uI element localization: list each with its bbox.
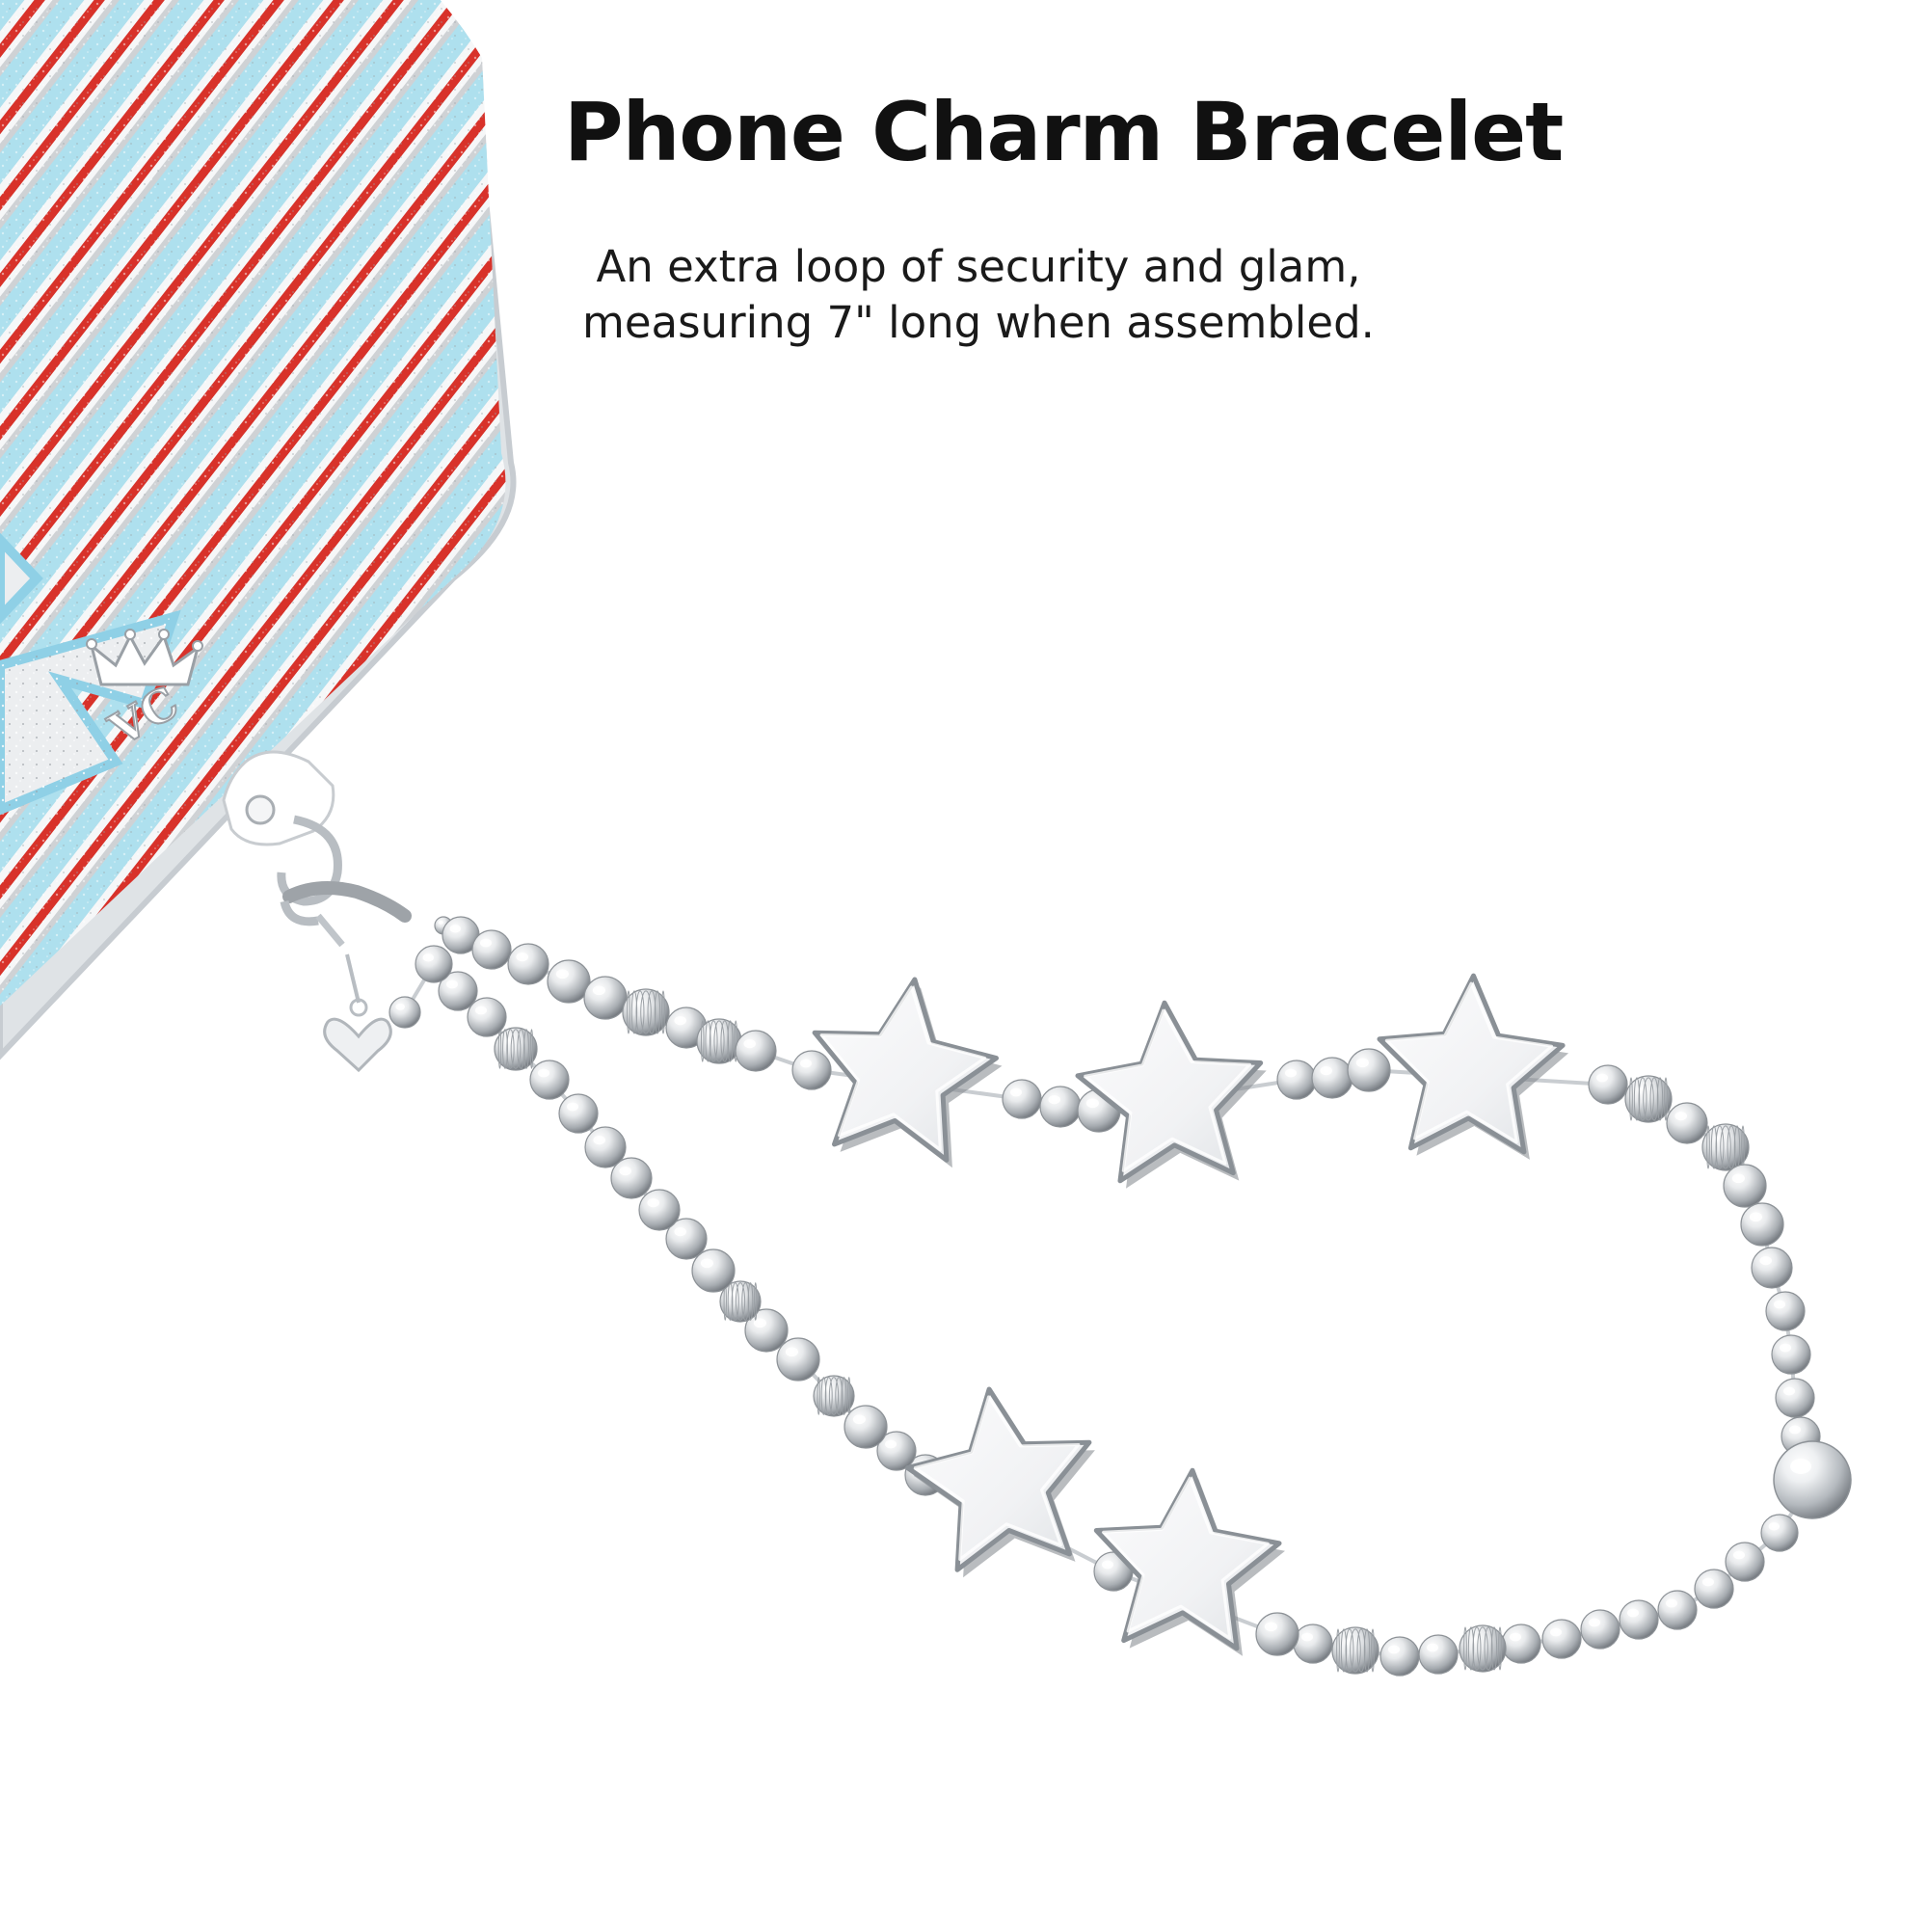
round-bead xyxy=(467,997,507,1037)
round-bead xyxy=(1760,1514,1799,1552)
star-charm-icon xyxy=(1093,1467,1285,1656)
fluted-bead xyxy=(622,988,670,1036)
fluted-bead xyxy=(719,1280,762,1323)
round-bead xyxy=(1541,1619,1582,1659)
bracelet-beads xyxy=(388,916,1852,1677)
round-bead xyxy=(1765,1291,1806,1331)
star-charm-icon xyxy=(905,1386,1095,1578)
round-bead xyxy=(1751,1247,1793,1289)
page-subtitle: An extra loop of security and glam, meas… xyxy=(569,239,1388,351)
round-bead xyxy=(1039,1086,1082,1128)
round-bead xyxy=(1002,1079,1042,1119)
star-charm-icon xyxy=(1075,1000,1267,1189)
star-charm-icon xyxy=(812,977,1003,1168)
phone-case: VC xyxy=(0,0,517,1060)
round-bead xyxy=(1418,1634,1459,1675)
round-bead xyxy=(1501,1623,1541,1664)
page-title: Phone Charm Bracelet xyxy=(564,85,1564,179)
star-charm-icon xyxy=(1377,973,1569,1160)
round-bead xyxy=(638,1189,681,1231)
fluted-bead xyxy=(696,1018,742,1064)
round-bead xyxy=(1694,1569,1734,1609)
fluted-bead xyxy=(813,1375,855,1417)
round-bead xyxy=(1666,1102,1708,1144)
round-bead xyxy=(558,1093,599,1134)
subtitle-line-1: An extra loop of security and glam, xyxy=(596,241,1361,292)
round-bead xyxy=(507,943,549,985)
round-bead xyxy=(844,1405,888,1449)
round-bead xyxy=(1347,1048,1391,1092)
fluted-bead xyxy=(1701,1123,1750,1171)
round-bead xyxy=(776,1337,820,1382)
heart-charm-icon xyxy=(323,953,392,1073)
round-bead xyxy=(1580,1609,1620,1650)
round-bead xyxy=(1276,1060,1317,1100)
round-bead xyxy=(1740,1202,1784,1247)
round-bead xyxy=(1725,1542,1765,1582)
fluted-bead xyxy=(494,1027,538,1071)
round-bead xyxy=(1657,1590,1698,1630)
round-bead xyxy=(547,959,591,1004)
subtitle-line-2: measuring 7" long when assembled. xyxy=(582,297,1375,348)
round-bead xyxy=(1311,1057,1353,1099)
round-bead xyxy=(583,976,628,1020)
round-bead xyxy=(471,929,512,970)
round-bead xyxy=(1723,1164,1767,1208)
round-bead xyxy=(1619,1599,1659,1640)
round-bead xyxy=(1379,1636,1420,1677)
fluted-bead xyxy=(1331,1626,1379,1675)
round-bead xyxy=(584,1126,627,1168)
large-bead xyxy=(1773,1440,1852,1519)
round-bead xyxy=(1293,1623,1333,1664)
clasp xyxy=(277,815,412,948)
fluted-bead xyxy=(1459,1624,1507,1673)
round-bead xyxy=(1775,1378,1815,1418)
round-bead xyxy=(735,1030,777,1072)
bracelet-stars xyxy=(812,973,1569,1656)
fluted-bead xyxy=(1624,1075,1673,1123)
round-bead xyxy=(1588,1064,1628,1105)
round-bead xyxy=(415,945,453,983)
round-bead xyxy=(388,996,421,1029)
round-bead xyxy=(1771,1334,1811,1375)
round-bead xyxy=(529,1060,570,1100)
round-bead xyxy=(1255,1612,1299,1656)
round-bead xyxy=(791,1050,832,1090)
round-bead xyxy=(691,1248,736,1293)
